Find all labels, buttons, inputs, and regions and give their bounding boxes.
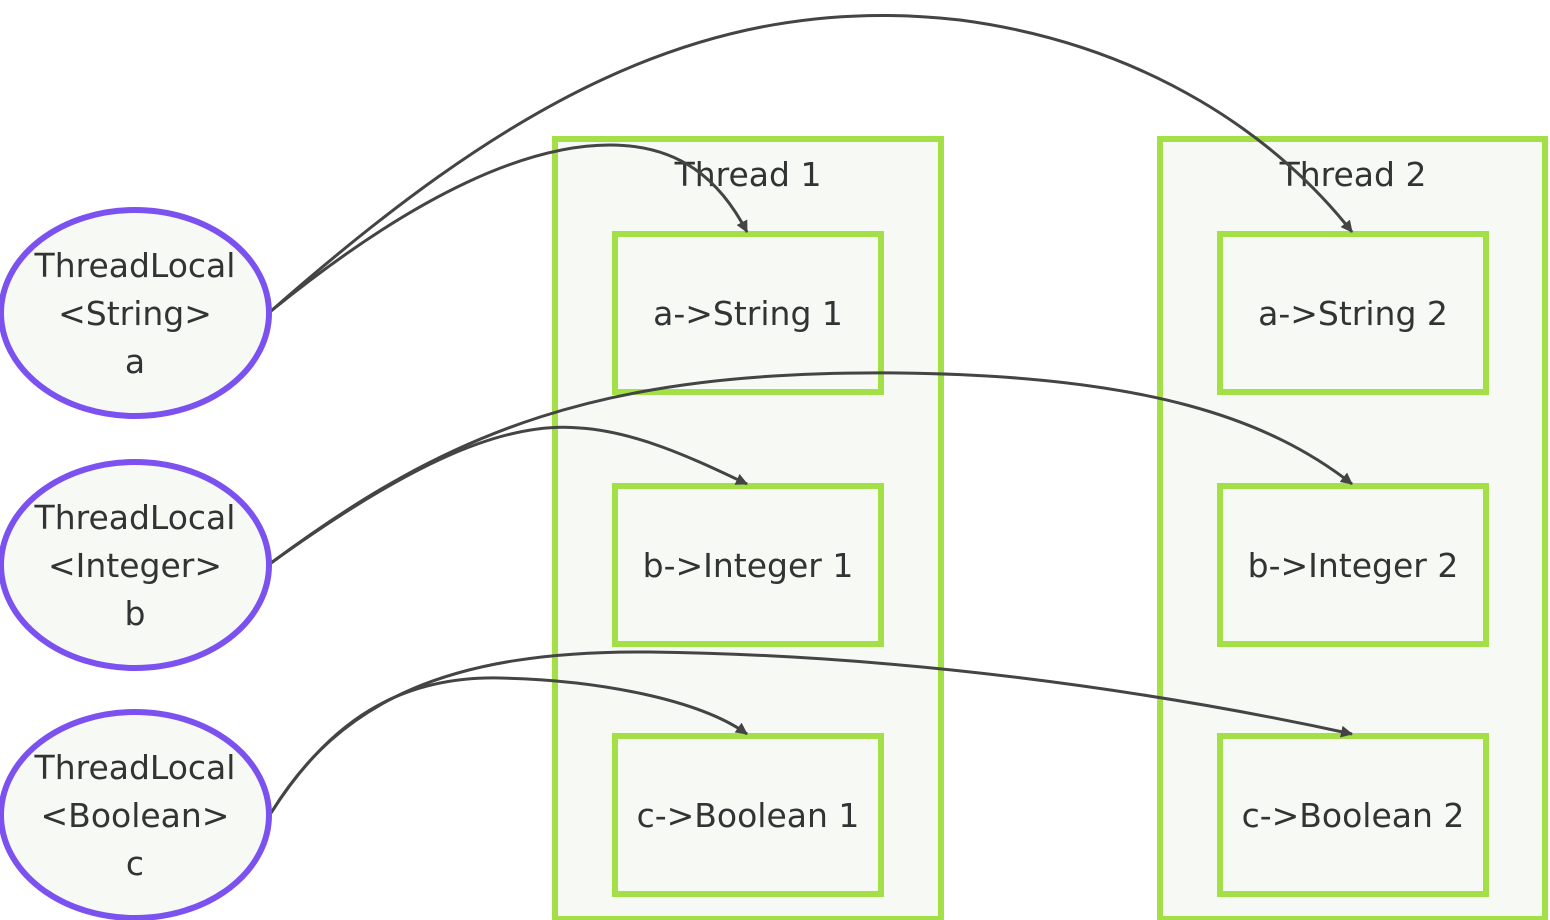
entry-label: a->String 2 bbox=[1258, 294, 1448, 333]
threadlocal-line-3: c bbox=[126, 844, 144, 883]
threadlocal-ellipse bbox=[0, 207, 272, 419]
thread-1-entry-a: a->String 1 bbox=[612, 231, 884, 395]
threadlocal-line-3: b bbox=[125, 594, 146, 633]
entry-box bbox=[1217, 733, 1489, 897]
entry-box bbox=[1217, 231, 1489, 395]
threadlocal-line-2: <Boolean> bbox=[41, 796, 230, 835]
entry-label: b->Integer 2 bbox=[1248, 546, 1459, 585]
threadlocal-line-2: <String> bbox=[58, 294, 212, 333]
edge-a-to-string-1 bbox=[270, 143, 749, 313]
edge-b-to-integer-2 bbox=[270, 371, 1353, 565]
threadlocal-line-3: a bbox=[125, 342, 145, 381]
edge-a-to-string-2 bbox=[270, 13, 1354, 313]
entry-label: c->Boolean 1 bbox=[637, 796, 860, 835]
thread-cluster-2-title: Thread 2 bbox=[1279, 155, 1427, 194]
thread-1-entry-b: b->Integer 1 bbox=[612, 483, 884, 647]
entry-label: a->String 1 bbox=[653, 294, 843, 333]
entry-label: c->Boolean 2 bbox=[1242, 796, 1465, 835]
thread-2-entry-c: c->Boolean 2 bbox=[1217, 733, 1489, 897]
threadlocal-line-1: ThreadLocal bbox=[34, 246, 236, 285]
threadlocal-ellipse bbox=[0, 459, 272, 671]
edges bbox=[269, 13, 1354, 814]
thread-1-entry-c: c->Boolean 1 bbox=[612, 733, 884, 897]
entry-box bbox=[1217, 483, 1489, 647]
entry-box bbox=[612, 483, 884, 647]
threadlocal-b: ThreadLocal <Integer> b bbox=[0, 459, 272, 671]
threadlocal-line-1: ThreadLocal bbox=[34, 498, 236, 537]
entry-box bbox=[612, 231, 884, 395]
thread-cluster-1-title: Thread 1 bbox=[674, 155, 822, 194]
entry-label: b->Integer 1 bbox=[643, 546, 854, 585]
threadlocal-c: ThreadLocal <Boolean> c bbox=[0, 709, 272, 920]
threadlocal-line-2: <Integer> bbox=[48, 546, 222, 585]
thread-2-entry-a: a->String 2 bbox=[1217, 231, 1489, 395]
threadlocal-a: ThreadLocal <String> a bbox=[0, 207, 272, 419]
thread-2-entry-b: b->Integer 2 bbox=[1217, 483, 1489, 647]
edge-c-to-boolean-2 bbox=[269, 650, 1353, 814]
threadlocal-line-1: ThreadLocal bbox=[34, 748, 236, 787]
threadlocal-ellipse bbox=[0, 709, 272, 920]
entry-box bbox=[612, 733, 884, 897]
